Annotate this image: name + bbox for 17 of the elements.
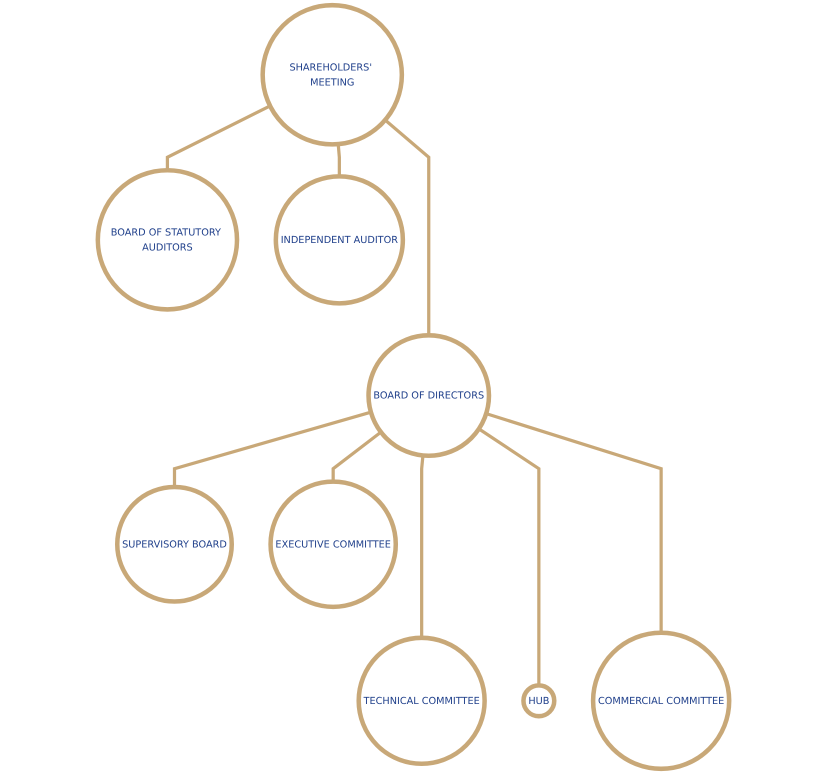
node-circle: COMMERCIAL COMMITTEE	[590, 630, 732, 772]
connector	[332, 430, 382, 482]
node-circle: EXECUTIVE COMMITTEE	[268, 479, 398, 610]
connector	[420, 455, 425, 638]
connector	[336, 144, 341, 176]
node-circle: INDEPENDENT AUDITOR	[274, 174, 406, 306]
node-circle: HUB	[521, 683, 557, 718]
connector	[384, 118, 430, 336]
connector	[486, 412, 663, 633]
node-circle: SHAREHOLDERS' MEETING	[260, 2, 404, 147]
node-circle: BOARD OF DIRECTORS	[366, 333, 492, 458]
node-circle: TECHNICAL COMMITTEE	[356, 636, 487, 766]
connector	[166, 104, 271, 170]
connector	[478, 428, 540, 686]
connector	[172, 410, 372, 487]
node-circle: SUPERVISORY BOARD	[115, 484, 234, 604]
node-circle: BOARD OF STATUTORY AUDITORS	[96, 168, 240, 312]
